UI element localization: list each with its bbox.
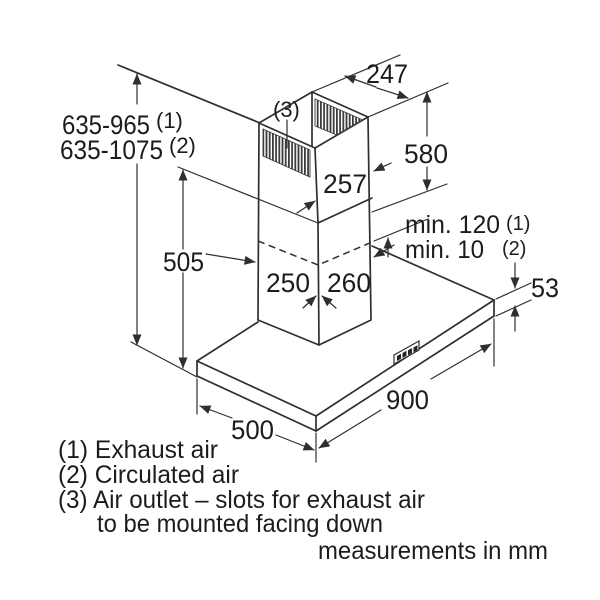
dim-min-clearance-recirculated: min. 10 <box>405 236 484 264</box>
dimension-arrows <box>132 73 520 451</box>
dim-min-clearance-exhaust: min. 120 <box>405 211 500 239</box>
wall-reference-line <box>117 64 261 124</box>
dim-chimney-top-depth: 247 <box>366 59 408 89</box>
legend-air-outlet-cont: to be mounted facing down <box>97 510 383 538</box>
label-air-outlet-ref: (3) <box>273 97 300 122</box>
dim-mount-height-recirculated: 635-1075 <box>60 135 163 165</box>
unit-note: measurements in mm <box>318 537 548 565</box>
dim-canopy-depth: 500 <box>231 415 274 445</box>
dim-canopy-thickness: 53 <box>531 273 559 303</box>
dim-upper-chimney-depth: 257 <box>323 169 367 199</box>
control-buttons[interactable] <box>397 345 418 361</box>
vent-slots-back-icon <box>314 98 364 136</box>
dim-mount-height-exhaust-ref: (1) <box>156 108 183 133</box>
dim-mount-height-exhaust: 635-965 <box>62 110 150 140</box>
chimney-duct <box>177 91 373 346</box>
dim-min-clearance-recirculated-ref: (2) <box>502 238 526 260</box>
dim-canopy-width: 900 <box>386 385 429 415</box>
dim-min-clearance-exhaust-ref: (1) <box>506 213 530 235</box>
dim-chimney-width: 250 <box>266 268 310 298</box>
dimension-labels: 635-965 (1) 635-1075 (2) 505 (3) 247 257… <box>60 59 559 445</box>
dim-mount-height-recirculated-ref: (2) <box>169 133 196 158</box>
canopy <box>196 245 495 432</box>
dim-chimney-depth: 260 <box>327 268 371 298</box>
dim-upper-chimney-height: 580 <box>404 139 448 169</box>
legend: (1) Exhaust air (2) Circulated air (3) A… <box>58 436 548 565</box>
dim-lower-chimney-height: 505 <box>163 247 204 277</box>
legend-circulated-air: (2) Circulated air <box>58 461 239 489</box>
extension-lines <box>130 54 532 463</box>
legend-exhaust-air: (1) Exhaust air <box>58 436 218 464</box>
legend-air-outlet: (3) Air outlet – slots for exhaust air <box>58 486 425 514</box>
vent-slots-front-icon <box>262 128 311 178</box>
